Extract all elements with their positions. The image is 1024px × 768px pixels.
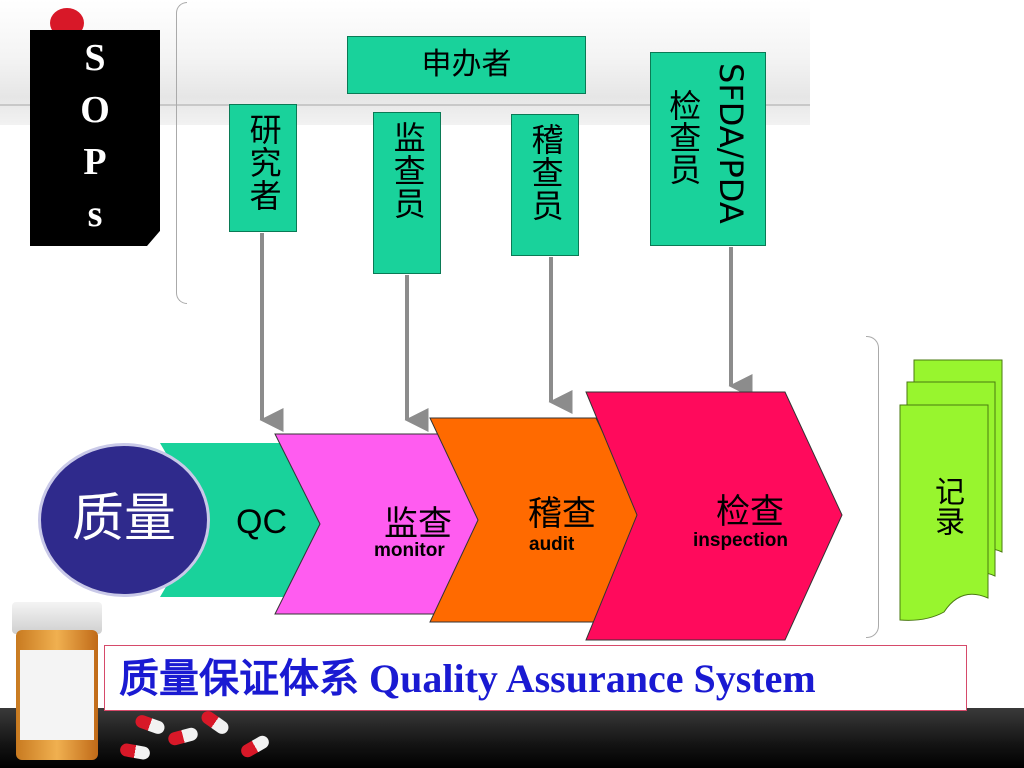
- top-divider-line: [0, 104, 810, 106]
- inspector-label: 检查员: [664, 89, 703, 185]
- monitor-box: 监查员: [373, 112, 441, 274]
- monitor-role-label: 监查员: [388, 121, 427, 220]
- sponsor-label: 申办者: [421, 47, 512, 82]
- chevron-inspection: [585, 391, 843, 641]
- sponsor-box: 申办者: [347, 36, 586, 94]
- sops-box: S O P s: [30, 30, 160, 246]
- footer-title: 质量保证体系 Quality Assurance System: [104, 645, 967, 711]
- quality-label: 质量: [71, 489, 176, 549]
- researcher-label: 研究者: [244, 113, 283, 212]
- inspection-zh-label: 检查: [716, 492, 784, 532]
- auditor-label: 稽查员: [526, 123, 565, 222]
- sops-letter: O: [80, 89, 110, 131]
- monitor-zh-label: 监查: [384, 504, 452, 544]
- sops-letter: s: [87, 193, 103, 235]
- sfda-inspector-box: SFDA/PDA 检查员: [650, 52, 766, 246]
- chevron-qc: [160, 443, 330, 597]
- sops-letter: P: [83, 141, 107, 183]
- pill-bottle-cap: [12, 602, 102, 634]
- auditor-box: 稽查员: [511, 114, 579, 256]
- audit-zh-label: 稽查: [528, 494, 596, 534]
- footer-title-zh: 质量保证体系: [119, 655, 359, 702]
- monitor-en-label: monitor: [374, 540, 445, 561]
- qc-label: QC: [236, 503, 287, 541]
- records-page-front: [899, 404, 989, 621]
- records-label: 记录: [929, 476, 964, 536]
- sfda-pda-label: SFDA/PDA: [712, 63, 751, 224]
- footer-title-en: Quality Assurance System: [369, 656, 816, 701]
- pill-bottle-label: [20, 650, 94, 740]
- inspection-en-label: inspection: [693, 530, 789, 551]
- quality-circle: 质量: [38, 443, 210, 597]
- audit-en-label: audit: [529, 534, 575, 555]
- researcher-box: 研究者: [229, 104, 297, 232]
- sops-letter: S: [84, 37, 106, 79]
